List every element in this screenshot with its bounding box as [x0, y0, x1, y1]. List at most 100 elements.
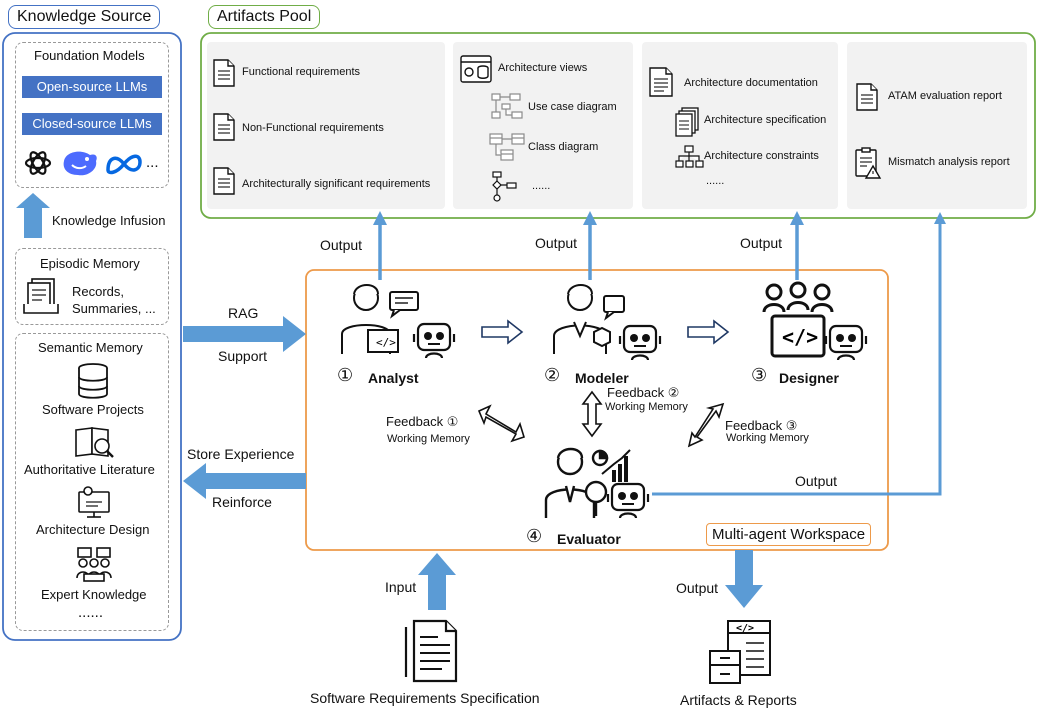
knowledge-source-title: Knowledge Source — [8, 5, 161, 29]
episodic-memory-line1: Records, — [72, 284, 125, 299]
semantic-memory-title: Semantic Memory — [38, 340, 143, 355]
knowledge-source-frame — [2, 32, 182, 641]
analyst-person-icon: </> — [341, 284, 419, 354]
artifact-constraints: Architecture constraints — [704, 150, 819, 162]
closed-source-llms: Closed-source LLMs — [22, 113, 162, 135]
artifacts-reports-icon: </> — [709, 620, 771, 684]
llm-more: ... — [146, 154, 159, 171]
document-icon — [213, 167, 235, 195]
episodic-memory-box — [15, 248, 169, 325]
meta-logo-icon — [106, 154, 142, 175]
openai-logo-icon — [24, 151, 52, 175]
support-label: Support — [218, 348, 268, 364]
output-arrow-evaluator — [652, 212, 946, 496]
evaluator-robot-icon — [606, 482, 650, 519]
knowledge-infusion-arrow — [16, 193, 50, 238]
artifact-mismatch: Mismatch analysis report — [888, 156, 1010, 168]
reinforce-label: Reinforce — [212, 494, 272, 510]
feedback-arrow-3 — [687, 402, 725, 448]
agent-evaluator-num: ④ — [526, 526, 543, 546]
architecture-views-icon — [460, 55, 492, 83]
artifact-views-head: Architecture views — [498, 62, 588, 74]
output-label-evaluator: Output — [795, 473, 838, 489]
semantic-memory-box — [15, 333, 169, 631]
artifact-views-more: ...... — [532, 180, 551, 192]
agent-analyst-name: Analyst — [368, 370, 419, 386]
workspace-frame — [305, 269, 889, 551]
episodic-memory-title: Episodic Memory — [40, 256, 140, 271]
output-label-designer: Output — [740, 235, 783, 251]
clipboard-warning-icon — [855, 147, 882, 179]
artifact-use-case: Use case diagram — [528, 101, 617, 113]
artifacts-reports-label: Artifacts & Reports — [680, 692, 797, 708]
artifact-asr: Architecturally significant requirements — [242, 178, 431, 190]
artifact-nonfunctional-req: Non-Functional requirements — [242, 122, 384, 134]
documentation-icon — [649, 67, 673, 97]
semantic-item-1: Authoritative Literature — [24, 462, 155, 477]
agent-modeler-name: Modeler — [575, 370, 629, 386]
artifact-specification: Architecture specification — [704, 114, 827, 126]
document-icon — [213, 59, 235, 87]
output-label-modeler: Output — [535, 235, 578, 251]
input-label: Input — [385, 579, 417, 595]
srs-document-icon — [404, 619, 458, 683]
flow-arrow-2 — [687, 319, 730, 345]
expert-group-icon — [76, 547, 112, 582]
artifact-panel-reports — [847, 42, 1027, 209]
foundation-models-box — [15, 42, 169, 188]
book-search-icon — [75, 427, 114, 458]
artifact-atam: ATAM evaluation report — [888, 90, 1002, 102]
output-arrow-down — [725, 550, 763, 608]
feedback-3-memory: Working Memory — [726, 432, 809, 444]
class-diagram-icon — [489, 133, 525, 161]
open-source-llms: Open-source LLMs — [22, 76, 162, 98]
modeler-person-icon — [553, 284, 625, 354]
use-case-diagram-icon — [491, 93, 523, 119]
workspace-title: Multi-agent Workspace — [706, 523, 872, 546]
modeler-robot-icon — [618, 324, 662, 361]
output-label-bottom: Output — [676, 580, 719, 596]
svg-text:</>: </> — [376, 336, 396, 349]
agent-designer-num: ③ — [751, 365, 768, 385]
report-icon — [856, 83, 878, 111]
records-icon — [23, 278, 59, 314]
semantic-item-2: Architecture Design — [36, 522, 150, 537]
artifact-class-diagram: Class diagram — [528, 141, 599, 153]
output-label-analyst: Output — [320, 237, 363, 253]
semantic-item-3: Expert Knowledge — [41, 587, 147, 602]
artifact-functional-req: Functional requirements — [242, 66, 361, 78]
feedback-3-label: Feedback ③ — [725, 418, 798, 433]
feedback-2-memory: Working Memory — [605, 401, 688, 413]
input-arrow — [418, 553, 456, 610]
constraints-icon — [675, 145, 704, 168]
agent-modeler-num: ② — [544, 365, 561, 385]
agent-designer-name: Designer — [779, 370, 839, 386]
episodic-memory-line2: Summaries, ... — [72, 301, 156, 316]
feedback-2-label: Feedback ② — [607, 385, 680, 400]
store-experience-arrow — [183, 463, 306, 499]
artifact-panel-requirements — [207, 42, 445, 209]
flow-arrow-1 — [481, 319, 524, 345]
artifact-documentation-more: ...... — [706, 175, 725, 187]
semantic-item-0: Software Projects — [42, 402, 144, 417]
feedback-1-label: Feedback ① — [386, 414, 459, 429]
knowledge-infusion-label: Knowledge Infusion — [52, 213, 166, 228]
foundation-models-title: Foundation Models — [34, 48, 145, 63]
feedback-arrow-2 — [581, 390, 603, 438]
store-experience-label: Store Experience — [187, 446, 295, 462]
database-icon — [78, 363, 108, 399]
srs-label: Software Requirements Specification — [310, 690, 540, 706]
monitor-gear-icon — [78, 486, 110, 518]
artifacts-pool-title: Artifacts Pool — [208, 5, 321, 29]
agent-evaluator-name: Evaluator — [557, 531, 621, 547]
artifact-documentation-head: Architecture documentation — [684, 77, 818, 89]
specification-icon — [675, 107, 699, 137]
semantic-memory-more: ...... — [78, 604, 104, 621]
feedback-arrow-1 — [477, 404, 525, 443]
artifacts-pool-frame — [200, 32, 1036, 219]
designer-robot-icon — [824, 324, 868, 361]
deepseek-logo-icon — [63, 151, 97, 176]
evaluator-person-icon — [544, 447, 631, 518]
analyst-robot-icon — [412, 322, 456, 359]
document-icon — [213, 113, 235, 141]
